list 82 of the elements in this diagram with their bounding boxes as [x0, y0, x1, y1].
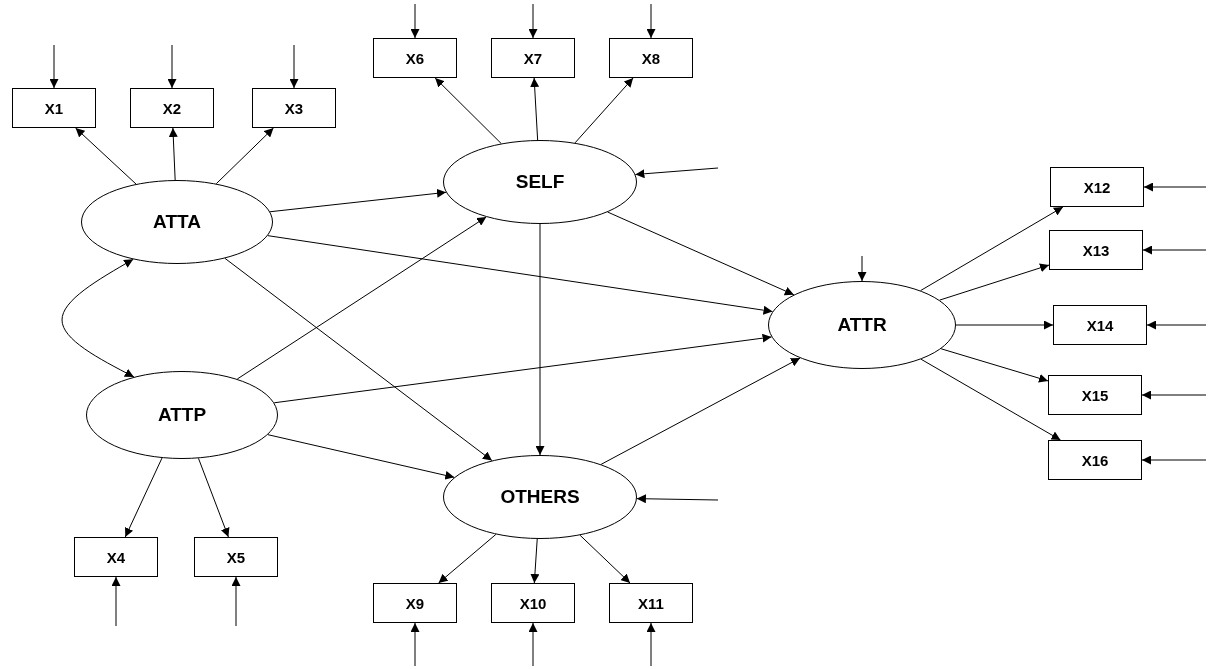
indicator-label: X6 — [405, 49, 425, 67]
error-arrow — [636, 494, 719, 504]
error-arrow — [528, 3, 538, 39]
indicator-box — [373, 583, 457, 623]
arrow — [579, 534, 631, 584]
arrow — [434, 77, 502, 144]
indicator-label: X3 — [284, 99, 304, 117]
indicator-box — [1049, 230, 1143, 270]
arrow — [574, 77, 634, 144]
indicator-box — [1050, 167, 1144, 207]
indicator-box — [1053, 305, 1147, 345]
arrow — [75, 127, 137, 185]
arrow — [215, 127, 274, 185]
indicator-label: X14 — [1086, 316, 1114, 334]
indicator-label: X7 — [523, 49, 543, 67]
covariance-arrow — [61, 258, 135, 378]
arrow — [267, 434, 455, 480]
error-arrow — [1143, 182, 1207, 192]
error-arrow — [634, 167, 719, 179]
latent-variable-label: SELF — [515, 171, 565, 193]
error-arrow — [289, 44, 299, 89]
indicator-box — [1048, 375, 1142, 415]
error-arrow — [49, 44, 59, 89]
indicator-label: X9 — [405, 594, 425, 612]
error-arrow — [231, 576, 241, 627]
indicator-box — [609, 38, 693, 78]
indicator-label: X15 — [1081, 386, 1109, 404]
arrow — [267, 235, 773, 315]
arrow — [607, 211, 795, 296]
indicator-box — [252, 88, 336, 128]
error-arrow — [167, 44, 177, 89]
error-arrow — [857, 255, 867, 282]
arrow — [530, 77, 540, 141]
arrow — [198, 457, 230, 538]
latent-variable-label: ATTP — [157, 404, 207, 426]
arrow — [939, 263, 1050, 301]
indicator-label: X8 — [641, 49, 661, 67]
arrow — [168, 127, 178, 181]
arrow — [940, 348, 1049, 383]
arrow — [269, 188, 447, 213]
indicator-box — [373, 38, 457, 78]
arrow — [438, 533, 497, 584]
error-arrow — [528, 622, 538, 667]
error-arrow — [1142, 245, 1207, 255]
arrow — [273, 333, 773, 404]
error-arrow — [410, 622, 420, 667]
indicator-label: X11 — [638, 594, 664, 612]
latent-variable-label: ATTA — [153, 211, 201, 233]
arrow — [920, 358, 1061, 441]
error-arrow — [646, 3, 656, 39]
indicator-label: X1 — [44, 99, 64, 117]
indicator-box — [194, 537, 278, 577]
arrow — [535, 223, 545, 456]
indicator-box — [74, 537, 158, 577]
error-arrow — [111, 576, 121, 627]
indicator-label: X5 — [226, 548, 246, 566]
indicator-box — [1048, 440, 1142, 480]
indicator-box — [130, 88, 214, 128]
arrow — [530, 538, 540, 584]
indicator-box — [609, 583, 693, 623]
arrow — [955, 320, 1054, 330]
error-arrow — [646, 622, 656, 667]
indicator-label: X12 — [1083, 178, 1111, 196]
error-arrow — [410, 3, 420, 39]
indicator-label: X13 — [1082, 241, 1110, 259]
latent-variable-label: ATTR — [837, 314, 887, 336]
error-arrow — [1146, 320, 1207, 330]
error-arrow — [1141, 455, 1207, 465]
indicator-label: X16 — [1081, 451, 1109, 469]
arrow — [224, 257, 493, 462]
indicator-box — [491, 38, 575, 78]
indicator-label: X10 — [519, 594, 547, 612]
arrow — [124, 457, 163, 538]
arrow — [236, 216, 487, 380]
indicator-box — [491, 583, 575, 623]
indicator-box — [12, 88, 96, 128]
arrow — [600, 357, 801, 465]
error-arrow — [1141, 390, 1207, 400]
arrow — [920, 206, 1064, 292]
latent-variable-label: OTHERS — [500, 486, 580, 508]
indicator-label: X2 — [162, 99, 182, 117]
indicator-label: X4 — [106, 548, 126, 566]
